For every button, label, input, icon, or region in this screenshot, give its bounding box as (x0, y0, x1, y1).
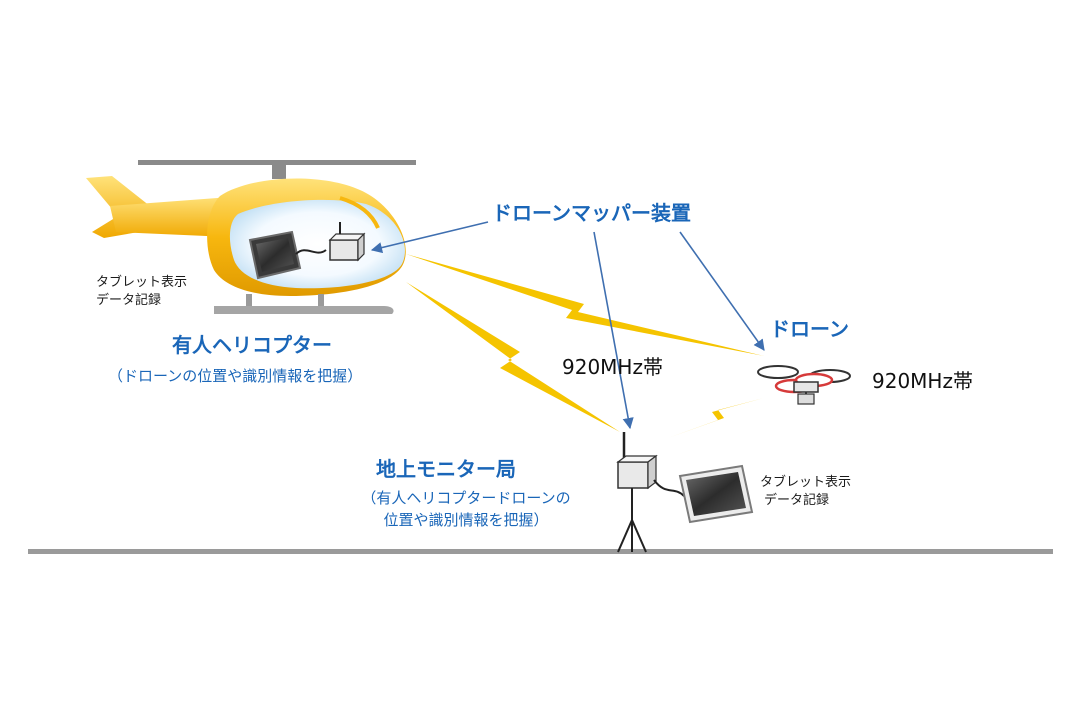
helicopter-title: 有人ヘリコプター (172, 333, 332, 357)
drone-icon (757, 365, 851, 405)
ground-tablet-icon (678, 464, 754, 524)
band-label-left: 920MHz帯 (562, 355, 663, 379)
ground-line (28, 549, 1053, 554)
ground-station-subtitle-line1: （有人ヘリコプタードローンの (361, 489, 571, 507)
heli-mapper-device-icon (328, 222, 366, 262)
ground-tablet-label-line2: データ記録 (764, 493, 830, 508)
pointer-arrows (370, 221, 765, 430)
ground-tablet-label-line1: タブレット表示 (760, 475, 852, 490)
heli-tablet-label-line2: データ記録 (96, 293, 162, 308)
ground-station-title: 地上モニター局 (376, 457, 516, 481)
helicopter-subtitle: （ドローンの位置や識別情報を把握） (108, 367, 363, 385)
heli-tablet-label-line1: タブレット表示 (96, 275, 188, 290)
mapper-device-label: ドローンマッパー装置 (492, 201, 691, 225)
band-label-right: 920MHz帯 (872, 369, 973, 393)
radio-link-lightning (406, 254, 764, 438)
ground-station-icon (616, 432, 658, 553)
drone-label: ドローン (770, 317, 849, 341)
ground-station-subtitle-line2: 位置や識別情報を把握） (383, 511, 549, 529)
heli-tablet-icon (248, 230, 302, 280)
